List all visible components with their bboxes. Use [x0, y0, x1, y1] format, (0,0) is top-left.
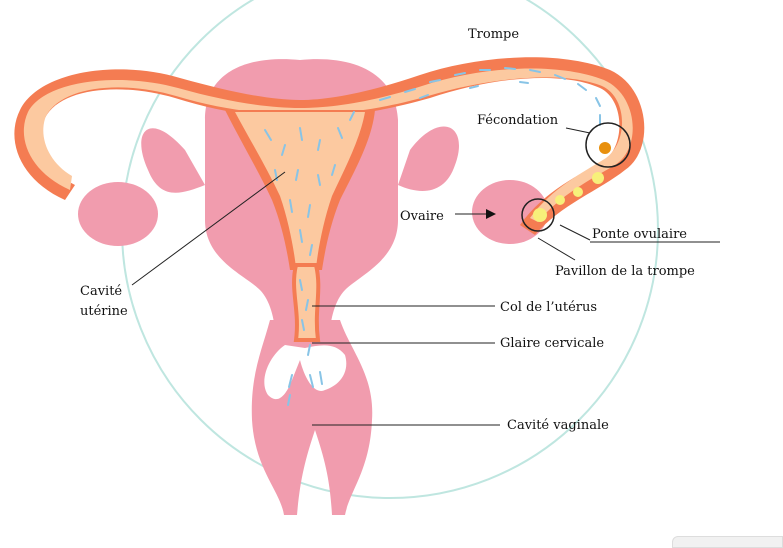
- ponte-circle: [521, 198, 555, 232]
- label-cavite-uterine-line2: utérine: [80, 304, 128, 319]
- label-fecondation: Fécondation: [477, 113, 559, 128]
- sperm-cells: [264, 67, 601, 406]
- label-ovaire: Ovaire: [400, 209, 444, 224]
- label-cavite-uterine-line1: Cavité: [80, 284, 122, 299]
- uterine-cavity: [235, 112, 365, 268]
- left-ovary: [78, 182, 158, 246]
- label-pavillon: Pavillon de la trompe: [555, 264, 695, 279]
- label-trompe: Trompe: [468, 27, 519, 42]
- corner-badge: [672, 536, 783, 548]
- fertilized-egg: [599, 142, 611, 154]
- label-col-uterus: Col de l’utérus: [500, 300, 597, 315]
- ovaire-arrow: [486, 209, 496, 219]
- right-ligament: [398, 126, 459, 191]
- tube-lumen: [23, 68, 633, 222]
- label-cavite-vaginale: Cavité vaginale: [507, 418, 609, 433]
- vagina-cavity: [264, 345, 347, 400]
- cervix-canal: [292, 263, 321, 342]
- left-ligament: [141, 128, 205, 193]
- label-glaire-cervicale: Glaire cervicale: [500, 336, 604, 351]
- fecondation-circle: [585, 122, 631, 168]
- ovulation-eggs: [533, 172, 604, 222]
- label-ponte-ovulaire: Ponte ovulaire: [592, 227, 687, 242]
- leader-lines: [131, 127, 720, 426]
